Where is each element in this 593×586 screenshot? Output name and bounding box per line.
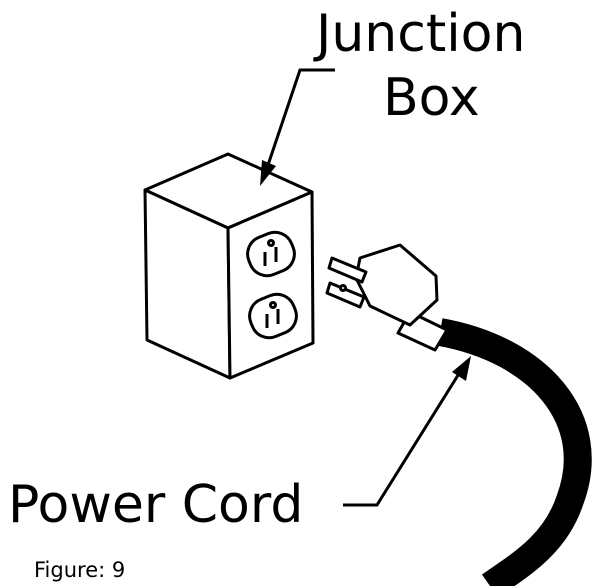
plug <box>325 243 449 352</box>
power-cord-label: Power Cord <box>8 475 304 535</box>
power-cord-arrowhead-icon <box>452 356 471 381</box>
plug-body <box>354 243 439 327</box>
plug-prong-bottom <box>325 281 366 309</box>
junction-box-front-face <box>226 190 315 380</box>
power-cord-leader <box>343 371 462 507</box>
outlet-top <box>246 230 296 278</box>
power-cord-cable <box>437 318 592 586</box>
junction-box-label-line2: Box <box>383 68 480 128</box>
plug-prong-hole <box>339 284 347 292</box>
junction-box <box>143 152 315 380</box>
junction-box-label-line1: Junction <box>316 4 526 64</box>
junction-box-leader <box>265 68 335 169</box>
plug-prong-top <box>327 256 368 284</box>
junction-box-arrowhead-icon <box>260 160 276 186</box>
outlet-bottom <box>248 292 298 340</box>
figure-caption: Figure: 9 <box>34 558 126 582</box>
